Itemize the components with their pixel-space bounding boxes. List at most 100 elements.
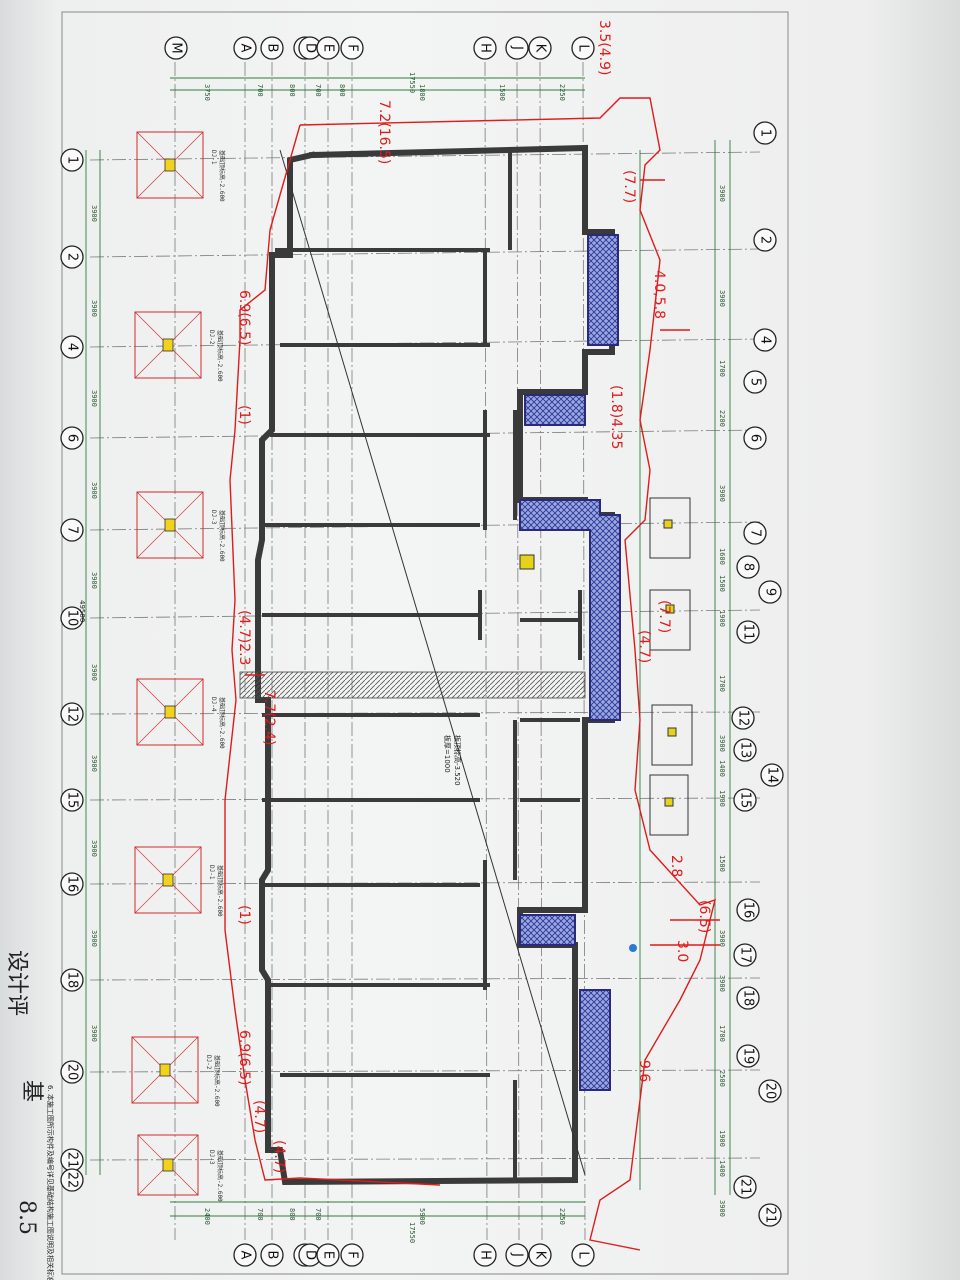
red-annotation: (4.7)2.3 <box>236 610 252 665</box>
svg-text:A: A <box>238 1251 253 1260</box>
left-dim: 3900 <box>90 205 98 222</box>
row-axis-left-1: 1 <box>60 148 84 172</box>
col-axis-bottom-B: B <box>260 1243 284 1267</box>
right-dim: 1700 <box>718 360 726 377</box>
svg-text:14: 14 <box>765 767 780 784</box>
right-dim: 3900 <box>718 975 726 992</box>
left-dim: 3900 <box>90 572 98 589</box>
svg-text:DJ-1: DJ-1 <box>210 150 217 165</box>
svg-text:21: 21 <box>738 1179 753 1196</box>
row-axis-left-12: 12 <box>60 702 84 726</box>
overall-dim-bottom: 17550 <box>408 1222 416 1243</box>
right-dim: 1500 <box>718 575 726 592</box>
right-dim: 3900 <box>718 735 726 752</box>
svg-text:1: 1 <box>758 129 773 137</box>
right-dim: 3900 <box>718 185 726 202</box>
row-axis-left-6: 6 <box>60 426 84 450</box>
red-markups <box>224 97 720 1251</box>
svg-text:15: 15 <box>738 792 753 809</box>
settlement-joint-strip <box>239 671 586 699</box>
right-dim: 3900 <box>718 485 726 502</box>
svg-text:6: 6 <box>65 434 80 442</box>
row-axis-right-18: 18 <box>736 986 760 1010</box>
svg-text:12: 12 <box>736 710 751 727</box>
svg-text:6: 6 <box>748 434 763 442</box>
svg-text:4: 4 <box>65 343 80 351</box>
row-axis-right-16: 16 <box>736 898 760 922</box>
handwritten-note-3: 设计评 <box>4 950 29 1016</box>
row-axis-left-21: 21 <box>60 1148 84 1172</box>
right-dim: 1400 <box>718 1160 726 1177</box>
svg-text:2: 2 <box>65 253 80 261</box>
row-axis-right-17: 17 <box>733 943 757 967</box>
col-axis-bottom-K: K <box>528 1243 552 1267</box>
red-annotation: 9.6 <box>636 1060 652 1082</box>
col-axis-top-K: K <box>528 36 552 60</box>
svg-text:B: B <box>265 44 280 53</box>
red-annotation: 6.9(6.5) <box>236 290 252 345</box>
svg-text:D: D <box>303 43 318 53</box>
right-dim: 1600 <box>718 548 726 565</box>
row-axis-right-7: 7 <box>743 521 767 545</box>
left-dim: 3900 <box>90 930 98 947</box>
svg-text:20: 20 <box>763 1083 778 1100</box>
svg-text:DJ-2: DJ-2 <box>208 330 215 345</box>
svg-text:17: 17 <box>738 947 753 964</box>
svg-text:F: F <box>345 1251 360 1258</box>
axis-bubbles: 1246710121516182021221245678911121314151… <box>60 36 784 1267</box>
left-dim: 3900 <box>90 1025 98 1042</box>
svg-text:H: H <box>478 1250 493 1260</box>
col-axis-top-A: A <box>233 36 257 60</box>
svg-text:J: J <box>510 1252 525 1257</box>
top-dim: 800 <box>338 84 346 97</box>
right-dim: 3900 <box>718 930 726 947</box>
svg-text:基础顶标高-2.600: 基础顶标高-2.600 <box>218 150 226 202</box>
red-annotation: 6.9(6.5) <box>236 1030 252 1085</box>
top-dim: 700 <box>314 84 322 97</box>
row-axis-left-15: 15 <box>60 788 84 812</box>
svg-text:15: 15 <box>65 792 80 809</box>
svg-text:22: 22 <box>65 1172 80 1189</box>
row-axis-right-9: 9 <box>758 580 782 604</box>
svg-text:1: 1 <box>65 156 80 164</box>
row-axis-right-15: 15 <box>733 788 757 812</box>
svg-text:20: 20 <box>65 1064 80 1081</box>
bottom-dim: 700 <box>314 1208 322 1221</box>
svg-text:基础顶标高-2.600: 基础顶标高-2.600 <box>216 1150 224 1202</box>
col-axis-top-F: F <box>340 36 364 60</box>
svg-text:基础顶标高-2.600: 基础顶标高-2.600 <box>218 697 226 749</box>
top-dim: 700 <box>256 84 264 97</box>
col-axis-top-J: J <box>505 36 529 60</box>
red-annotation: (4.7) <box>636 630 652 663</box>
diagonal-reference-line <box>279 149 586 1176</box>
side-note: 6. 本施工图所示构件及编号详见基础结构施工图说明及相关标准图集 <box>46 1085 55 1280</box>
ink-dot <box>629 944 637 952</box>
svg-text:F: F <box>345 44 360 51</box>
row-axis-left-4: 4 <box>60 335 84 359</box>
col-axis-bottom-F: F <box>340 1243 364 1267</box>
svg-text:K: K <box>533 1251 548 1260</box>
row-axis-left-20: 20 <box>60 1060 84 1084</box>
svg-text:基础顶标高-2.600: 基础顶标高-2.600 <box>216 330 224 382</box>
row-axis-left-7: 7 <box>60 518 84 542</box>
row-axis-right-14: 14 <box>760 763 784 787</box>
svg-text:基础顶标高-2.600: 基础顶标高-2.600 <box>213 1055 221 1107</box>
row-axis-right-5: 5 <box>743 370 767 394</box>
bottom-dim: 700 <box>256 1208 264 1221</box>
svg-text:L: L <box>576 44 591 52</box>
svg-text:9: 9 <box>763 588 778 596</box>
row-axis-right-6: 6 <box>743 426 767 450</box>
svg-text:K: K <box>533 44 548 53</box>
svg-text:13: 13 <box>738 742 753 759</box>
bottom-dim: 2250 <box>558 1208 566 1225</box>
bottom-dim: 2400 <box>203 1208 211 1225</box>
column-grid-lines <box>174 61 586 1241</box>
row-axis-right-12: 12 <box>731 706 755 730</box>
hatched-pits <box>519 234 621 1091</box>
red-annotation: (6.5) <box>696 900 712 933</box>
svg-text:L: L <box>576 1251 591 1259</box>
